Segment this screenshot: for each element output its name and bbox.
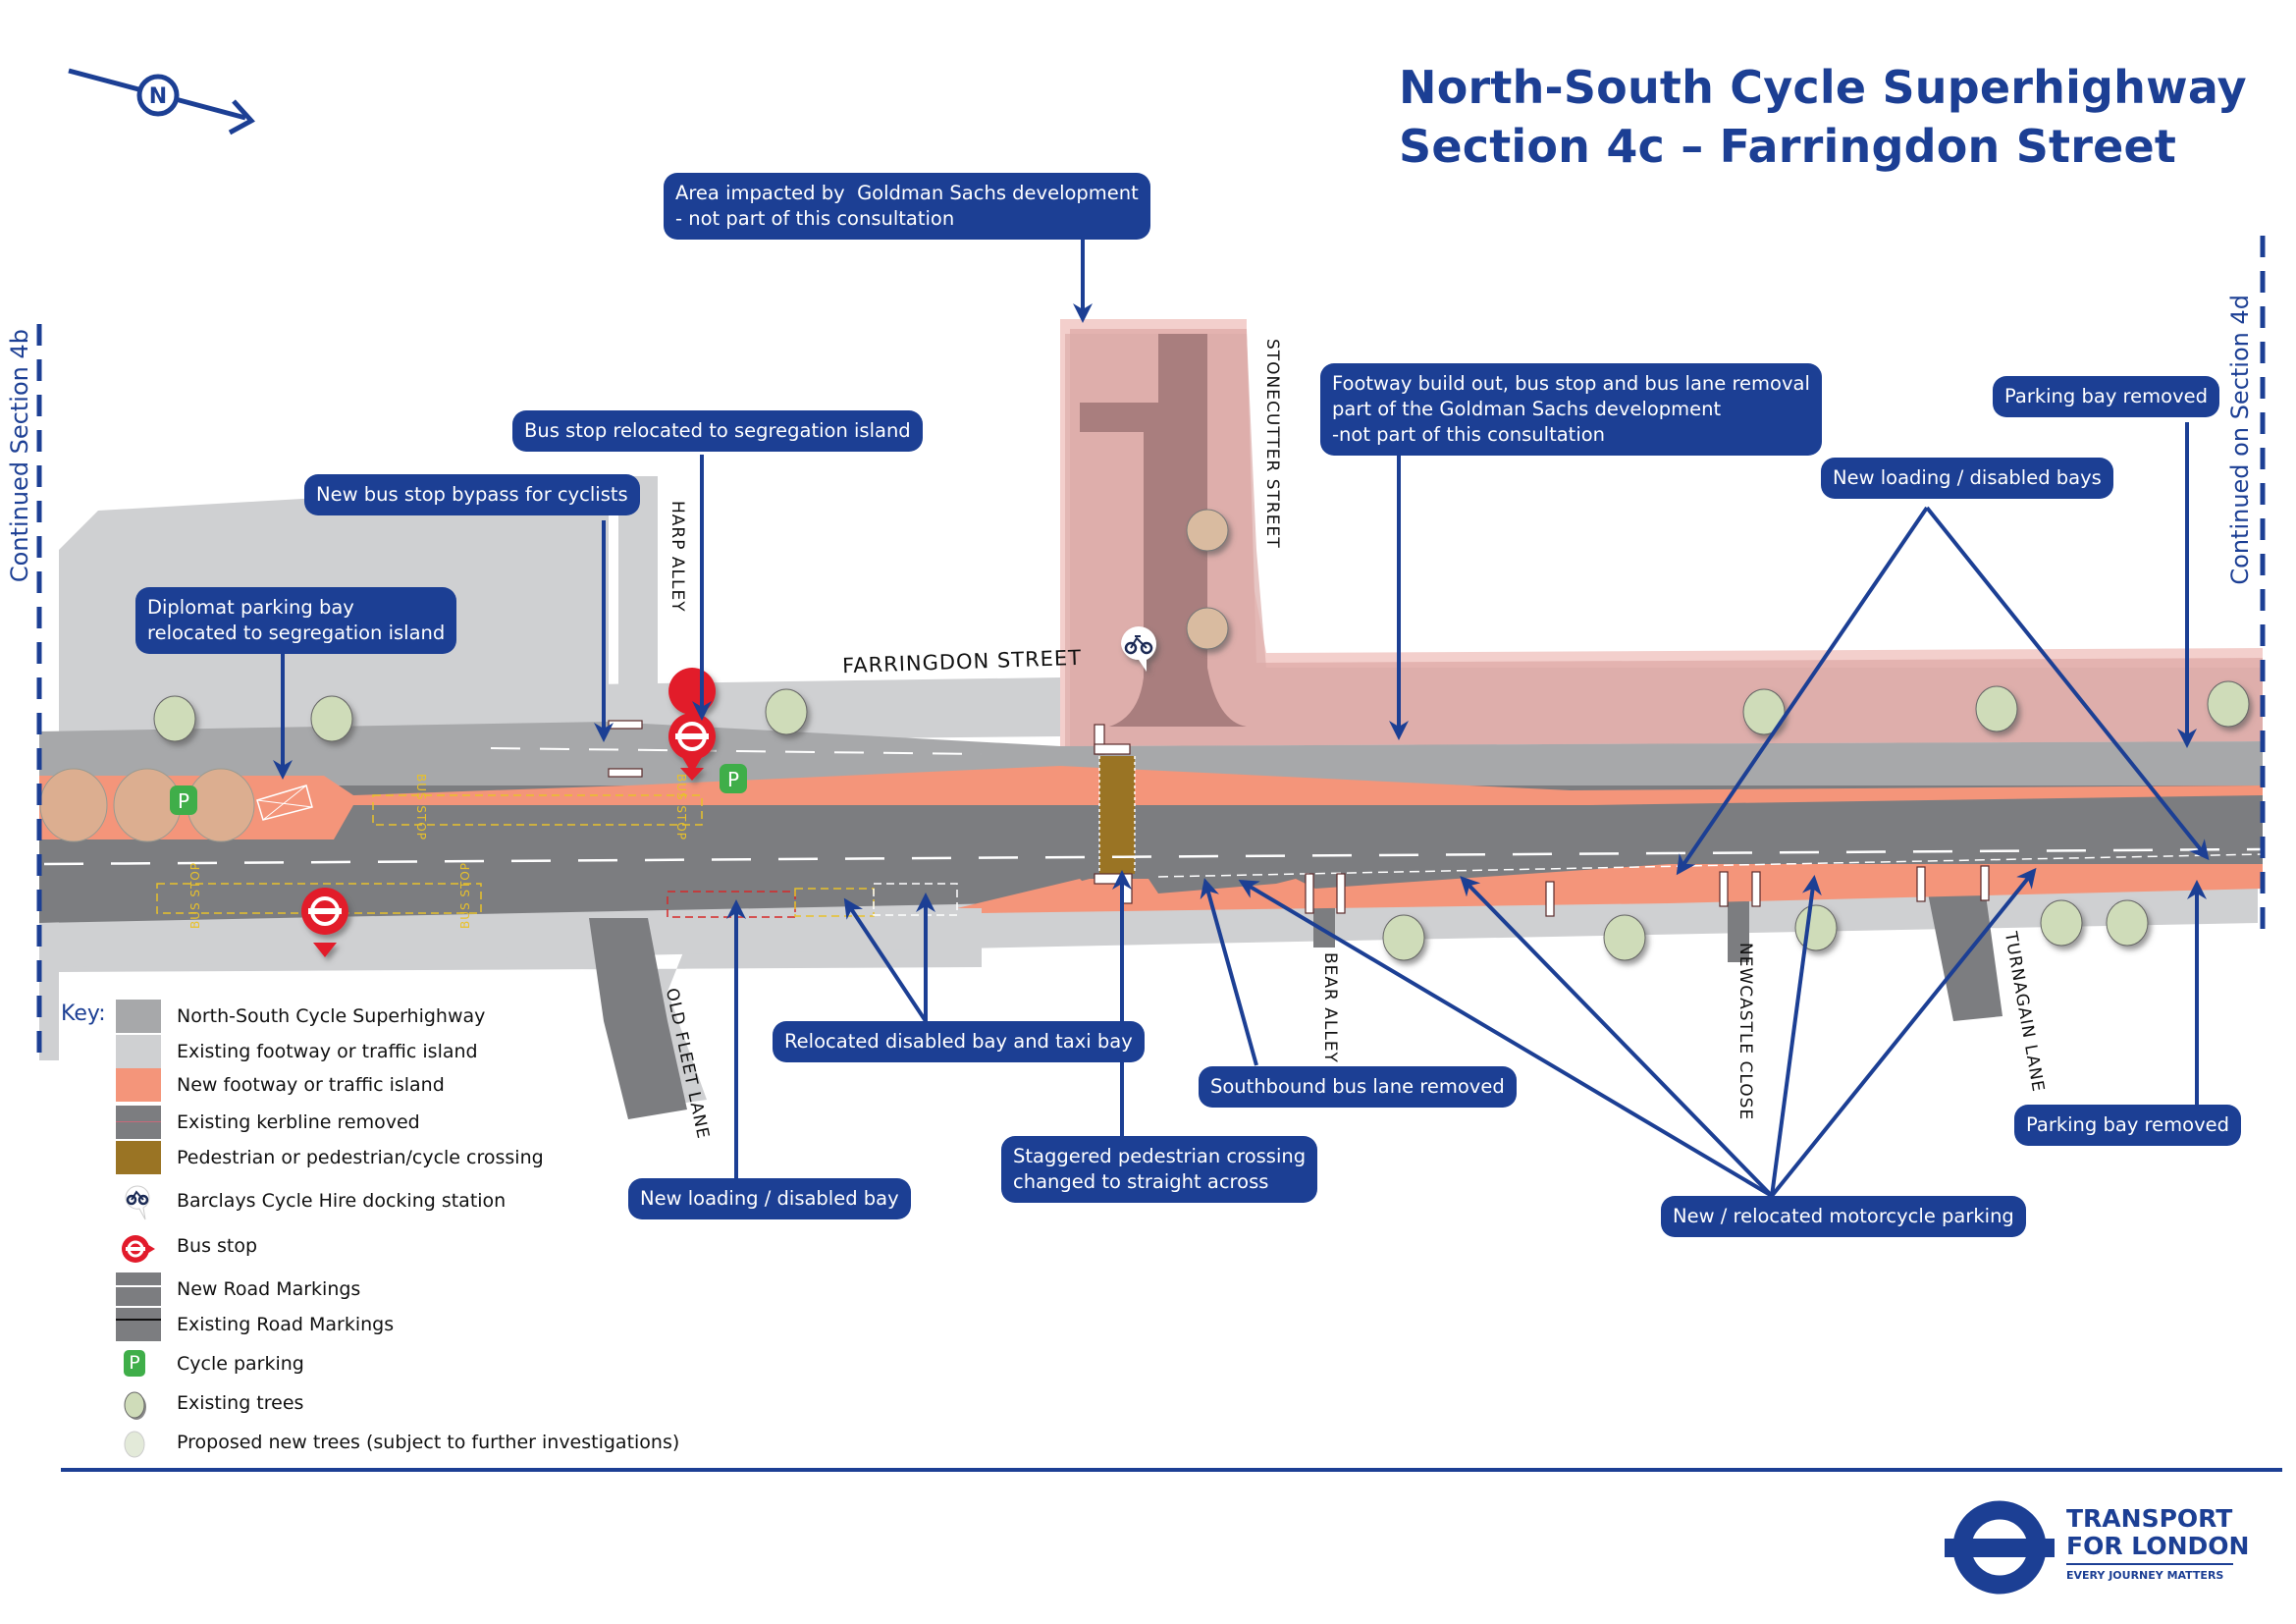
callout-bus-stop-bypass: New bus stop bypass for cyclists (304, 474, 640, 515)
callout-parking-removed-top: Parking bay removed (1993, 376, 2219, 417)
lane-centre-line (43, 847, 2264, 866)
crossing-swatch (116, 1141, 161, 1174)
callout-southbound-bus-lane: Southbound bus lane removed (1199, 1066, 1517, 1108)
callout-parking-removed-bottom: Parking bay removed (2014, 1105, 2241, 1146)
diplomat-parking-bay (256, 785, 313, 821)
bus-stop-marking-text: BUS STOP (674, 773, 689, 841)
cycle-parking-label: P (727, 768, 739, 791)
bus-stop-pin (668, 668, 717, 781)
old-fleet-lane-road (589, 918, 687, 1119)
street-bear-alley: BEAR ALLEY (1320, 952, 1340, 1063)
cycle-parking-icon (170, 764, 747, 815)
callout-new-loading-bay: New loading / disabled bay (628, 1178, 911, 1219)
legend-item: New footway or traffic island (116, 1068, 445, 1102)
callout-motorcycle-parking: New / relocated motorcycle parking (1661, 1196, 2026, 1237)
legend-item: Pedestrian or pedestrian/cycle crossing (116, 1141, 544, 1174)
callout-diplomat-parking: Diplomat parking bay relocated to segreg… (135, 587, 457, 654)
callout-loading-bays: New loading / disabled bays (1821, 458, 2113, 499)
page-title: North-South Cycle Superhighway (1399, 61, 2247, 114)
cycle-parking-label: P (178, 789, 189, 813)
logo-line1: TRANSPORT (2066, 1504, 2233, 1533)
page-subtitle: Section 4c – Farringdon Street (1399, 120, 2177, 173)
legend-item: New Road Markings (116, 1272, 360, 1306)
tfl-logo: TRANSPORT FOR LONDON EVERY JOURNEY MATTE… (1939, 1492, 2263, 1600)
bus-stop-marking-text: BUS STOP (458, 861, 473, 930)
callout-relocated-disabled-taxi: Relocated disabled bay and taxi bay (773, 1021, 1145, 1062)
callout-footway-build-out: Footway build out, bus stop and bus lane… (1320, 363, 1822, 456)
bus-stop-pin (301, 888, 348, 957)
cycle-superhighway-swatch (116, 1000, 161, 1033)
north-label: N (149, 84, 167, 109)
legend-item: Existing Road Markings (116, 1308, 394, 1341)
turnagain-lane-road (1924, 874, 2002, 1021)
existing-tree-icon (116, 1386, 161, 1420)
pedestrian-crossing (1099, 756, 1135, 874)
kerb-line-south (1157, 853, 2264, 878)
callout-leaders (273, 236, 2210, 1198)
cycle-track-line (490, 747, 983, 755)
legend-item: Existing kerbline removed (116, 1106, 420, 1139)
trees-on-island (39, 768, 255, 842)
bus-stop-marking-text: BUS STOP (188, 861, 203, 930)
new-markings-swatch (116, 1272, 161, 1306)
street-harp-alley: HARP ALLEY (667, 501, 687, 613)
existing-markings-swatch (116, 1308, 161, 1341)
existing-trees (153, 680, 2250, 961)
street-newcastle-close: NEWCASTLE CLOSE (1735, 943, 1755, 1121)
kerbline-removed-swatch (116, 1106, 161, 1139)
legend-item: P Cycle parking (116, 1347, 304, 1380)
legend-item: Barclays Cycle Hire docking station (116, 1184, 506, 1220)
goldman-area-trees (1186, 509, 1229, 650)
roundel-icon (1945, 1500, 2055, 1595)
existing-footway-swatch (116, 1035, 161, 1068)
new-footway-islands (39, 766, 2263, 913)
callout-bus-stop-relocated: Bus stop relocated to segregation island (512, 410, 923, 452)
north-arrow (68, 68, 255, 135)
bus-stop-marking-text: BUS STOP (414, 773, 429, 841)
legend-item: North-South Cycle Superhighway (116, 1000, 485, 1033)
new-footway-swatch (116, 1068, 161, 1102)
legend-item: Existing trees (116, 1386, 303, 1420)
continued-section-right: Continued on Section 4d (2226, 295, 2254, 585)
legend-item: Existing footway or traffic island (116, 1035, 478, 1068)
continued-section-left: Continued Section 4b (6, 329, 33, 583)
cycle-parking-icon: P (116, 1347, 161, 1380)
callout-goldman-area: Area impacted by Goldman Sachs developme… (664, 173, 1150, 240)
proposed-tree-icon (116, 1426, 161, 1459)
logo-tagline: EVERY JOURNEY MATTERS (2066, 1569, 2224, 1582)
legend-title: Key: (61, 1001, 106, 1026)
callout-staggered-crossing: Staggered pedestrian crossing changed to… (1001, 1136, 1318, 1203)
cycle-hire-icon (116, 1184, 161, 1220)
legend-item: Proposed new trees (subject to further i… (116, 1426, 679, 1459)
street-stonecutter: STONECUTTER STREET (1262, 339, 1282, 549)
cycle-hire-icon (1121, 625, 1156, 672)
logo-line2: FOR LONDON (2066, 1532, 2250, 1560)
bus-stop-icon (116, 1229, 161, 1263)
legend-item: Bus stop (116, 1229, 257, 1263)
